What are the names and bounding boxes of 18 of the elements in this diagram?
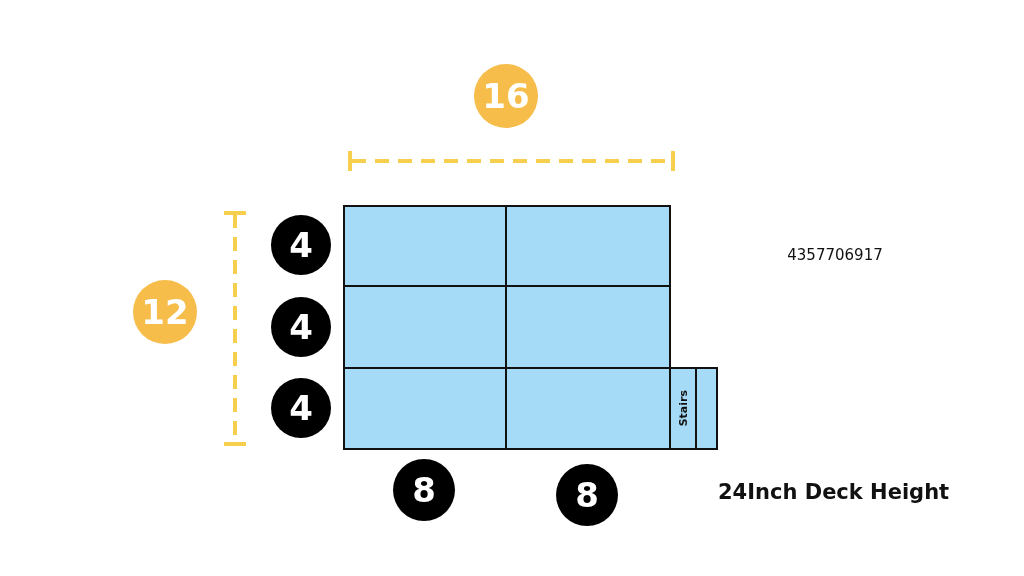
stairs-label: Stairs [676,390,690,427]
stage-deck [695,367,718,450]
dimension-badge: 8 [556,464,618,526]
dimension-badge: 4 [271,378,331,438]
stair-step [669,367,697,450]
stage-deck [343,205,507,287]
dimension-badge: 4 [271,297,331,357]
phone-number: 4357706917 [786,246,884,264]
stage-deck [343,285,507,369]
stage-deck [505,205,671,287]
dimension-badge: 4 [271,215,331,275]
stage-deck [505,285,671,369]
stage-deck [343,367,507,450]
deck-height-note: 24Inch Deck Height [718,480,950,504]
stage-deck [505,367,671,450]
dimension-badge: 12 [133,280,197,344]
dimension-badge: 16 [474,64,538,128]
dimension-badge: 8 [393,459,455,521]
